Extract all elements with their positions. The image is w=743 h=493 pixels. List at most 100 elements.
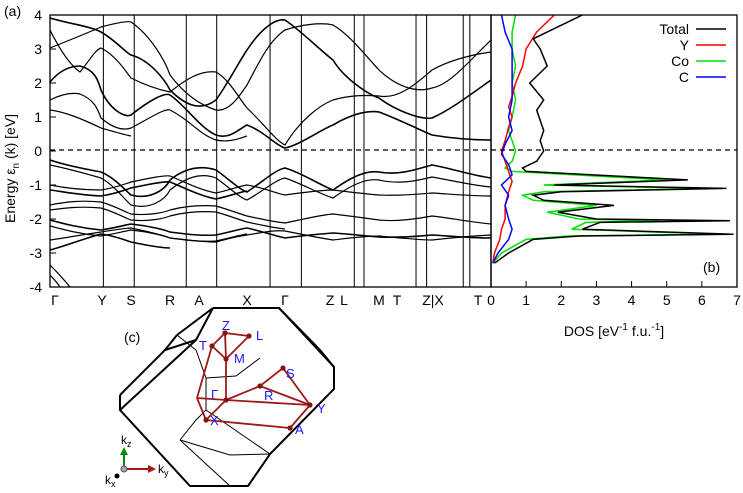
dos-tick-label: 0 <box>487 292 495 308</box>
band-curve <box>50 227 491 243</box>
panel-label-b: (b) <box>703 259 720 275</box>
bz-point <box>246 333 252 339</box>
band-curve <box>50 92 248 142</box>
band-curve <box>50 233 171 251</box>
bz-point-label: L <box>256 328 263 343</box>
kz-label: kz <box>121 433 132 449</box>
kpoint-label: M <box>373 292 385 308</box>
kpoint-label: L <box>340 292 348 308</box>
bz-path <box>196 332 311 429</box>
dos-tick-label: 4 <box>628 292 636 308</box>
band-curve <box>50 159 491 198</box>
dos-series-total <box>494 15 734 264</box>
dos-series-y <box>492 15 555 264</box>
bz-point-label: M <box>234 351 245 366</box>
kpoint-label: Y <box>97 292 107 308</box>
bz-point-label: T <box>199 338 207 353</box>
panel-label-c: (c) <box>124 329 140 345</box>
band-curve <box>50 65 491 149</box>
kpoint-label: Γ <box>281 292 289 308</box>
energy-tick-label: 0 <box>34 143 42 159</box>
energy-tick-label: 4 <box>34 7 42 23</box>
band-curve <box>50 109 132 137</box>
k-axes: kz ky kx <box>105 433 169 489</box>
kx-dot <box>114 473 120 479</box>
kpoint-lines <box>102 15 471 287</box>
bz-point <box>287 425 293 431</box>
kpoint-label: Γ <box>51 292 59 308</box>
bz-point <box>222 330 228 336</box>
band-curve <box>50 264 71 287</box>
brillouin-zone-panel: (c) <box>105 307 335 489</box>
kpoint-label: X <box>242 292 252 308</box>
bz-inner-lines <box>176 334 271 487</box>
band-curve <box>50 206 286 230</box>
legend-label: Co <box>671 53 689 69</box>
dos-tick-label: 3 <box>593 292 601 308</box>
dos-tick-label: 6 <box>698 292 706 308</box>
kpoint-label: T <box>474 292 483 308</box>
dos-axis-label: DOS [eV-1 f.u.-1] <box>564 322 664 339</box>
dos-plot-frame <box>490 14 738 288</box>
bz-point-label: X <box>210 413 219 428</box>
bz-point <box>280 365 286 371</box>
kpoint-label: S <box>126 292 135 308</box>
dos-tick-label: 5 <box>663 292 671 308</box>
dos-tick-label: 2 <box>557 292 565 308</box>
bz-point <box>223 397 229 403</box>
bz-outline <box>118 307 335 487</box>
legend-label: C <box>679 69 689 85</box>
energy-tick-label: -3 <box>30 245 43 261</box>
bz-point <box>223 356 229 362</box>
bz-point-label: S <box>286 366 295 381</box>
bz-point <box>257 383 263 389</box>
band-curve <box>50 21 491 111</box>
band-curve <box>50 200 491 225</box>
kpoint-label: Z|X <box>422 292 444 308</box>
bz-point-label: Γ <box>211 387 218 402</box>
origin-dot <box>120 465 128 473</box>
kpoint-label: R <box>165 292 175 308</box>
dos-series-c <box>492 15 513 264</box>
band-curve <box>50 274 61 287</box>
band-curve <box>50 29 491 146</box>
energy-tick-label: -2 <box>30 211 43 227</box>
kz-arrow-head <box>120 447 128 455</box>
bz-point-label: Y <box>317 401 326 416</box>
energy-tick-label: -4 <box>30 279 43 295</box>
bz-point-label: R <box>264 388 273 403</box>
dos-axis-ticks: 0 1 2 3 4 5 6 7 <box>487 281 741 308</box>
bz-high-symmetry-points: Z L T M S Γ R X YA <box>199 318 326 437</box>
kpoint-label: T <box>393 292 402 308</box>
dos-curves <box>492 15 734 264</box>
ky-label: ky <box>158 462 169 478</box>
bz-point <box>209 343 215 349</box>
band-lines <box>50 17 491 287</box>
energy-axis-label: Energy εn (k) [eV] <box>2 114 22 223</box>
dos-tick-label: 1 <box>522 292 530 308</box>
band-curve <box>50 225 248 242</box>
bz-point <box>307 402 313 408</box>
kpoint-label: A <box>194 292 204 308</box>
legend-label: Y <box>680 37 690 53</box>
energy-tick-label: -1 <box>30 177 43 193</box>
panel-label-a: (a) <box>4 3 21 19</box>
energy-tick-label: 2 <box>34 75 42 91</box>
bz-point-label: A <box>295 422 304 437</box>
band-curve <box>50 17 491 120</box>
legend-label: Total <box>659 21 689 37</box>
kx-label: kx <box>105 473 116 489</box>
bz-point <box>203 417 209 423</box>
band-curve <box>50 175 491 197</box>
bz-point-label: Z <box>222 318 230 333</box>
band-curve <box>50 181 248 200</box>
dos-tick-label: 7 <box>733 292 741 308</box>
energy-tick-label: 1 <box>34 109 42 125</box>
ky-arrow-head <box>148 465 156 473</box>
